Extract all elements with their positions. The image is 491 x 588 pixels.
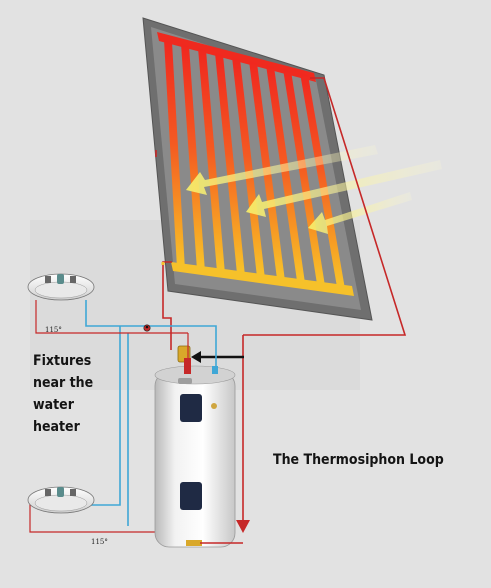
drain-valve (186, 540, 202, 546)
sun-ray-arrow-icon (186, 145, 442, 234)
lower-access-panel (180, 482, 202, 510)
temperature-label-upper: 115° (45, 326, 62, 334)
hot-pipe (242, 77, 407, 525)
panel-footer-tube (171, 262, 354, 296)
temperature-label-lower: 115° (91, 538, 108, 546)
panel-header-tube (157, 32, 316, 82)
diagram-title: The Thermosiphon Loop (273, 452, 444, 468)
valve-knob (145, 325, 149, 329)
sink-icon (27, 273, 95, 301)
flow-arrow-icon (191, 351, 244, 363)
panel-feed-pipe (162, 261, 172, 350)
upper-access-panel (180, 394, 202, 422)
fixtures-label: Fixtures near the water heater (33, 353, 94, 435)
solar-panel-icon (142, 17, 373, 321)
hot-outlet-pipe (184, 358, 191, 374)
sink-icon (27, 486, 95, 514)
gauge-icon (211, 403, 217, 409)
brand-badge (178, 378, 192, 384)
water-heater-icon (154, 365, 236, 548)
cold-inlet-pipe (212, 366, 218, 374)
flow-arrow-icon (236, 520, 250, 533)
cold-pipe (85, 300, 217, 526)
